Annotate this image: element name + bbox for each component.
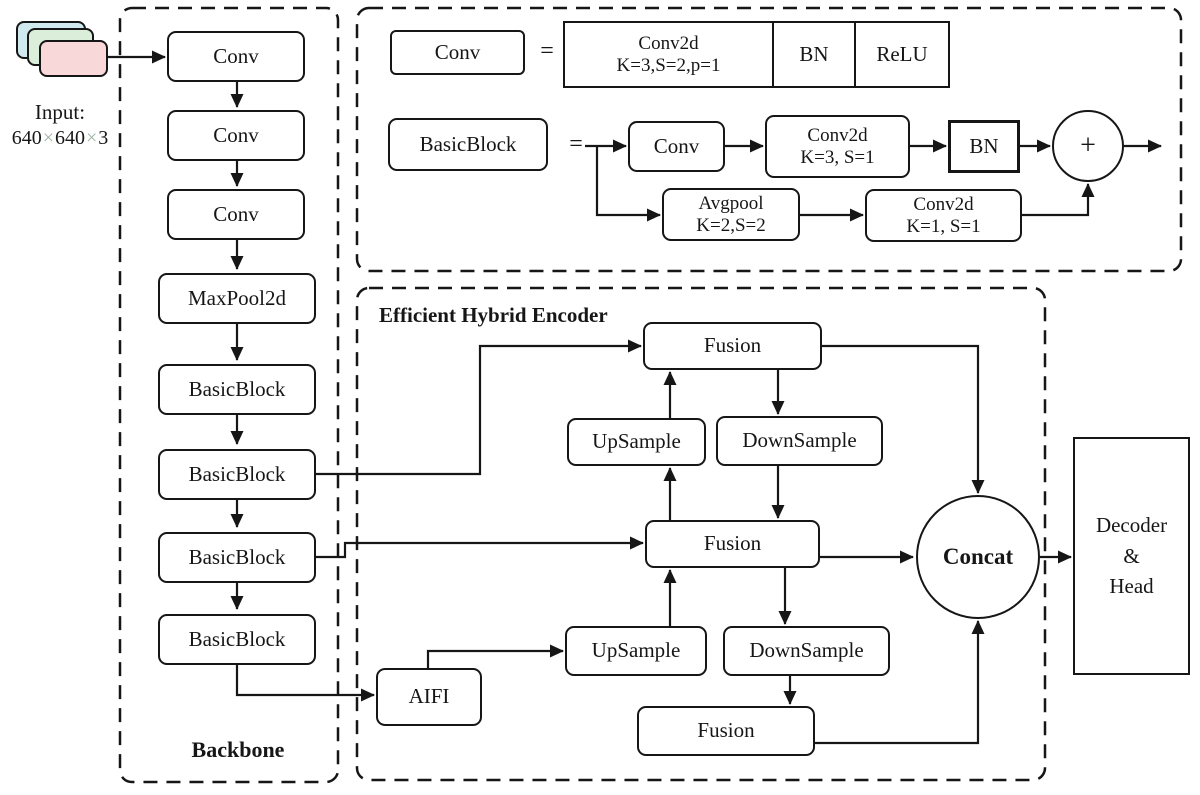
add-node: + [1052,110,1124,182]
decoder-line: & [1123,543,1140,568]
times-symbol: × [42,127,54,149]
legend-bn-cell: BN [772,23,854,86]
encoder-downsample-top: DownSample [716,416,883,466]
arrow-fusion-bottom-to-concat [815,620,985,745]
arrow-bb4-to-aifi [235,665,375,702]
backbone-block-basicblock-4: BasicBlock [158,614,316,665]
times-symbol: × [86,127,98,149]
encoder-upsample-bottom: UpSample [565,626,707,676]
conv2d-params: K=3, S=1 [800,146,875,168]
decoder-head: Decoder & Head [1073,437,1190,675]
encoder-concat-node: Concat [916,495,1040,619]
conv2d-name: Conv2d [913,194,974,216]
input-image-card-front [39,40,108,77]
decoder-line: Decoder [1095,513,1168,538]
backbone-block-maxpool2d: MaxPool2d [158,273,316,324]
encoder-upsample-top: UpSample [567,418,706,466]
input-label: Input: [34,100,86,124]
backbone-block-basicblock-3: BasicBlock [158,532,316,583]
backbone-block-basicblock-2: BasicBlock [158,449,316,500]
encoder-border [355,286,1047,782]
arrow-bb3-to-fusion-middle [316,536,644,559]
legend-basicblock-equals: = [569,131,583,157]
arrow-bb2-to-fusion-top [316,339,642,476]
conv2d-name: Conv2d [807,125,868,147]
encoder-fusion-top: Fusion [643,322,822,370]
input-dim-channels: 3 [98,127,109,149]
conv2d-name: Conv2d [638,33,699,55]
encoder-downsample-bottom: DownSample [723,626,890,676]
backbone-block-conv-1: Conv [167,31,305,82]
encoder-aifi: AIFI [376,668,482,726]
encoder-title: Efficient Hybrid Encoder [379,303,608,327]
legend-basicblock-term: BasicBlock [388,118,548,171]
legend-conv2d-cell: Conv2d K=3,S=2,p=1 [565,23,772,86]
legend-basicblock-conv: Conv [628,121,725,172]
conv2d-params: K=3,S=2,p=1 [616,54,721,76]
backbone-block-basicblock-1: BasicBlock [158,364,316,415]
arrow-branch-to-avgpool [595,146,661,222]
legend-relu-cell: ReLU [854,23,948,86]
backbone-border [118,6,340,784]
legend-avgpool: Avgpool K=2,S=2 [662,188,800,241]
input-dim-height: 640 [55,127,85,149]
input-dimensions: 640×640×3 [0,127,120,150]
avgpool-params: K=2,S=2 [696,214,766,236]
arrow-conv2db-to-plus [1022,183,1095,217]
legend-conv-equals: = [540,38,554,64]
input-dim-width: 640 [11,127,42,149]
encoder-fusion-middle: Fusion [645,520,820,568]
legend-border [355,6,1183,273]
backbone-block-conv-2: Conv [167,110,305,161]
avgpool-name: Avgpool [698,193,764,215]
legend-conv2d-k3s1: Conv2d K=3, S=1 [765,115,910,178]
legend-conv-expansion: Conv2d K=3,S=2,p=1 BN ReLU [563,21,950,88]
arrow-fusion-top-to-concat [822,344,985,494]
conv2d-params: K=1, S=1 [906,215,981,237]
legend-basicblock-bn: BN [948,120,1020,173]
arrow-aifi-to-upsample-bottom [426,644,564,668]
legend-conv-term: Conv [390,30,525,75]
backbone-title: Backbone [191,737,285,762]
backbone-block-conv-3: Conv [167,189,305,240]
decoder-line: Head [1109,574,1154,599]
encoder-fusion-bottom: Fusion [637,706,815,756]
legend-conv2d-k1s1: Conv2d K=1, S=1 [865,189,1022,242]
